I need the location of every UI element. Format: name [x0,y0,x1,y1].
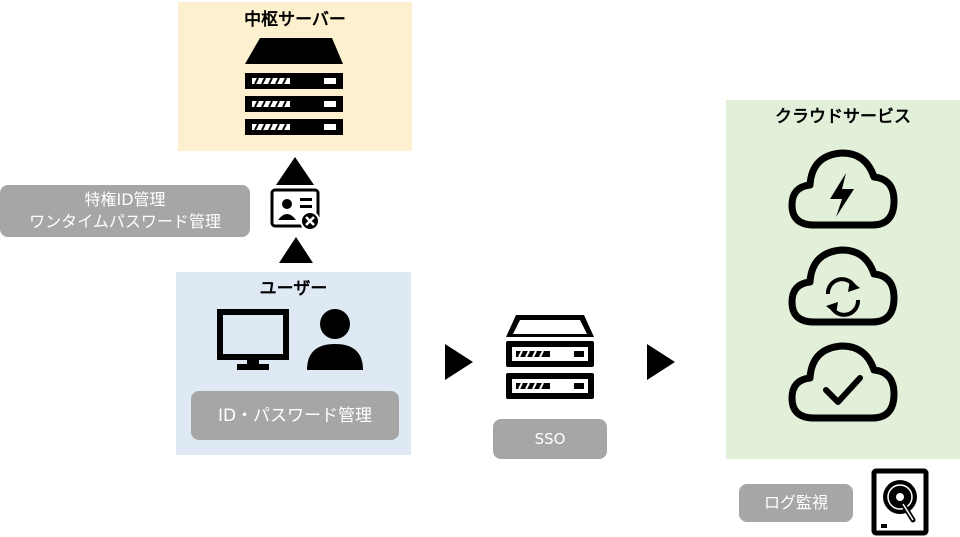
arrow-up-icon-top [276,157,314,185]
monitor-icon [217,309,289,371]
hard-drive-icon [871,468,929,536]
cloud-sync-icon [786,242,900,328]
user-title: ユーザー [259,279,328,299]
arrow-up-icon-bottom [279,237,313,263]
server-rack-icon [238,38,358,142]
cloud-services-box: クラウドサービス [726,100,960,459]
one-time-password-label: ワンタイムパスワード管理 [29,212,221,231]
arrow-right-icon-sso-to-cloud [647,344,675,380]
log-monitoring-label: ログ監視 [763,493,828,512]
person-icon [305,308,365,372]
arrow-right-icon-user-to-sso [445,344,473,380]
sso-server-icon [504,315,596,405]
cloud-services-title: クラウドサービス [775,107,911,127]
central-server-box: 中枢サーバー [178,2,412,151]
privileged-id-label: 特権ID管理 [84,190,166,209]
user-box: ユーザー ID・パスワード管理 [176,272,411,455]
privileged-id-pill: 特権ID管理 ワンタイムパスワード管理 [0,185,250,237]
sso-label: SSO [534,430,566,448]
log-monitoring-pill: ログ監視 [739,484,853,522]
sso-pill: SSO [493,419,607,459]
cloud-check-icon [786,338,900,424]
cloud-lightning-icon [786,145,900,231]
id-card-icon [270,188,322,232]
id-password-label: ID・パスワード管理 [217,405,373,426]
central-server-title: 中枢サーバー [244,10,346,30]
id-password-pill: ID・パスワード管理 [191,391,399,440]
